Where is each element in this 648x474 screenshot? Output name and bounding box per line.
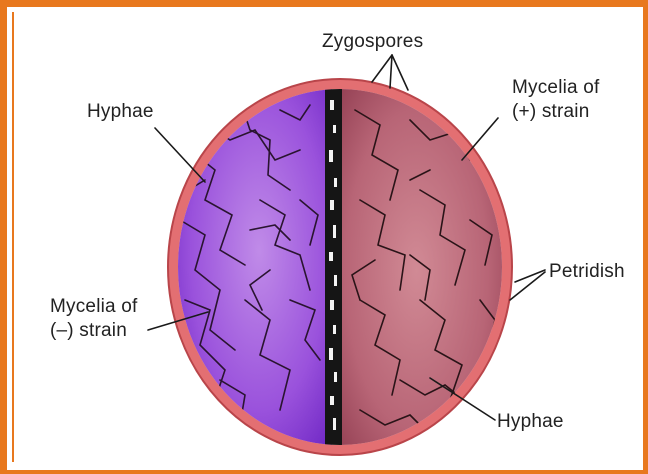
mycelia-minus-label: Mycelia of (–) strain	[50, 295, 138, 343]
hyphae-bottom-label: Hyphae	[497, 410, 564, 434]
hyphae-top-label: Hyphae	[87, 100, 154, 124]
zygospores-pointer	[372, 55, 392, 82]
mycelia-plus-label-line1: Mycelia of	[512, 76, 600, 100]
mycelia-minus-label-line1: Mycelia of	[50, 295, 138, 319]
hyphae-top-pointer	[155, 128, 205, 182]
zygospores-label: Zygospores	[322, 30, 423, 54]
mycelia-plus-pointer	[462, 118, 498, 160]
mycelia-minus-label-line2: (–) strain	[50, 319, 138, 343]
mycelia-plus-label-line2: (+) strain	[512, 100, 600, 124]
petridish-label: Petridish	[549, 260, 625, 284]
plus-strain-mycelia	[340, 80, 510, 460]
mycelia-plus-label: Mycelia of (+) strain	[512, 76, 600, 124]
